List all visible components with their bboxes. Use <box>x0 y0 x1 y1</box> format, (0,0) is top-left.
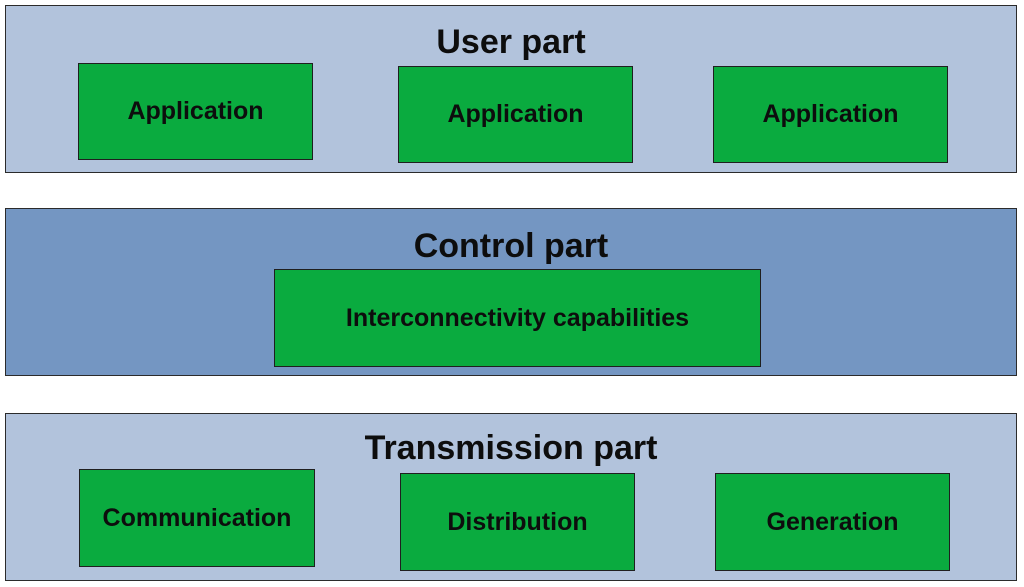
transmission-part-layer: Transmission part Communication Distribu… <box>5 413 1017 581</box>
application-box-2: Application <box>398 66 633 163</box>
interconnectivity-box: Interconnectivity capabilities <box>274 269 761 367</box>
control-part-layer: Control part Interconnectivity capabilit… <box>5 208 1017 376</box>
generation-box: Generation <box>715 473 950 571</box>
application-box-1: Application <box>78 63 313 160</box>
transmission-part-title: Transmission part <box>364 429 658 467</box>
distribution-box: Distribution <box>400 473 635 571</box>
application-box-3: Application <box>713 66 948 163</box>
user-part-layer: User part Application Application Applic… <box>5 5 1017 173</box>
control-part-title: Control part <box>413 227 609 265</box>
user-part-title: User part <box>436 23 586 61</box>
communication-box: Communication <box>79 469 315 567</box>
